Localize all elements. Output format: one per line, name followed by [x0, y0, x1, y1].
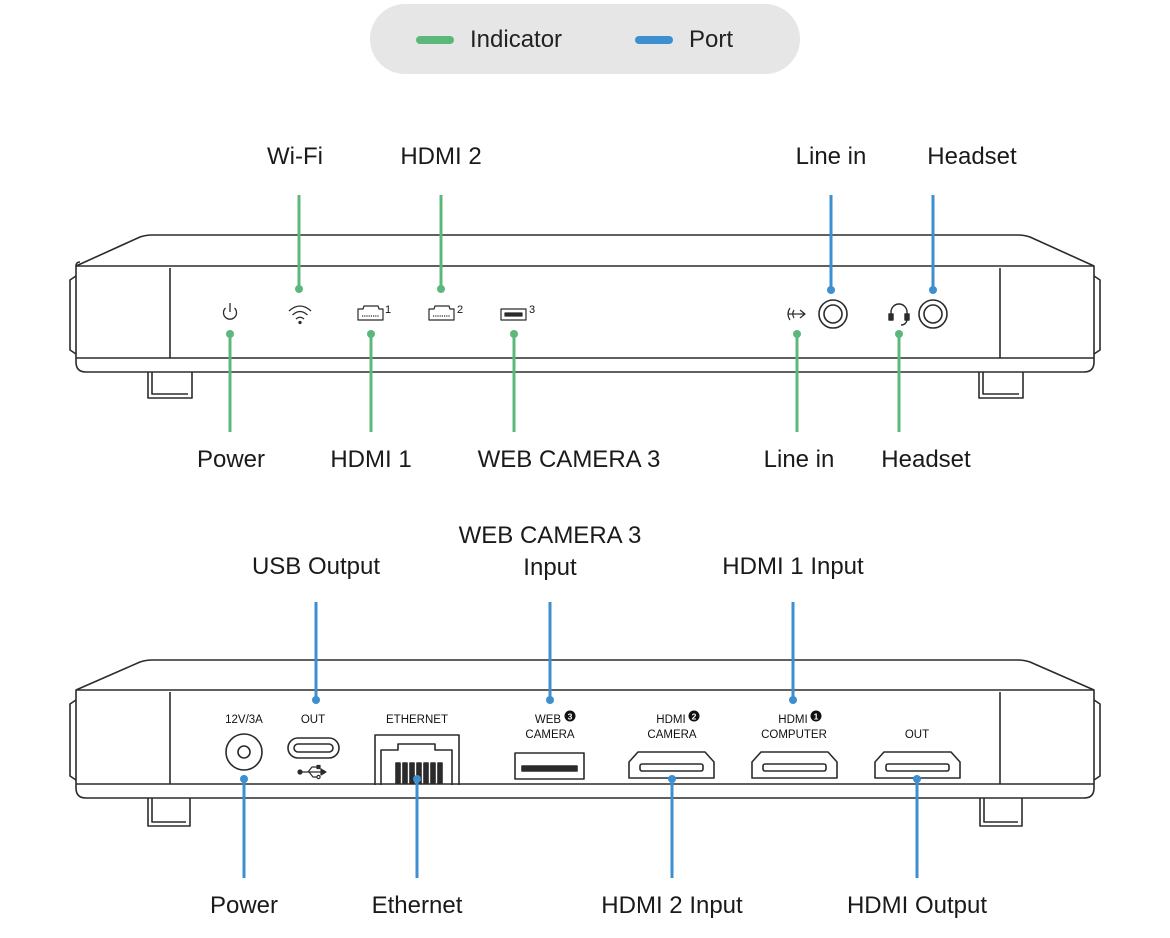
- webcam-number-badge: [564, 710, 576, 722]
- hdmi1-icon-number: 1: [385, 304, 391, 316]
- front-foot-left-inner: [151, 372, 188, 395]
- wifi-icon: [288, 305, 312, 325]
- headset-jack: [918, 299, 948, 329]
- port-label-hdmi2-num: 2: [692, 712, 697, 722]
- camera-3-icon: [500, 308, 527, 321]
- legend-port: Port: [635, 26, 733, 54]
- callout-line-in-port-dot: [827, 286, 835, 294]
- callout-hdmi2-input-dot: [668, 775, 676, 783]
- hdmi2-icon-number: 2: [457, 304, 463, 316]
- callout-camera3-dot: [510, 330, 518, 338]
- port-label-hdmi1-line2: COMPUTER: [761, 729, 827, 741]
- headset-icon: [888, 303, 910, 326]
- label-headset-top: Headset: [927, 143, 1017, 170]
- back-foot-left-inner: [151, 798, 186, 823]
- front-body: [75, 265, 1095, 373]
- label-headset-bottom: Headset: [881, 446, 971, 473]
- port-label-webcam-line2: CAMERA: [525, 729, 575, 741]
- front-foot-right: [978, 372, 1024, 399]
- port-label-hdmi2-line2: CAMERA: [647, 729, 697, 741]
- power-icon: [222, 303, 238, 320]
- hdmi-1-icon: [357, 305, 384, 321]
- label-line-in-bottom: Line in: [763, 446, 835, 473]
- label-hdmi-output: HDMI Output: [846, 892, 988, 919]
- callout-usb-output-dot: [312, 696, 320, 704]
- port-label-hdmi2-line1: HDMI: [656, 714, 685, 726]
- port-label-hdmi1-line1: HDMI: [778, 714, 807, 726]
- usbc-port: [287, 737, 340, 759]
- callout-hdmi2-dot: [437, 285, 445, 293]
- callout-hdmi-output-dot: [913, 775, 921, 783]
- label-web-camera3-input-line1: WEB CAMERA 3: [458, 522, 642, 549]
- back-body: [75, 689, 1095, 799]
- callout-ethernet-dot: [413, 775, 421, 783]
- dc-power-jack: [225, 733, 263, 771]
- label-hdmi1: HDMI 1: [330, 446, 412, 473]
- ethernet-port: [374, 734, 460, 785]
- port-callouts: [240, 195, 937, 878]
- port-label-dc: 12V/3A: [225, 714, 263, 726]
- port-label-webcam-num: 3: [568, 712, 573, 722]
- callout-line-in-indicator-dot: [793, 330, 801, 338]
- callout-hdmi1-dot: [367, 330, 375, 338]
- legend: Indicator Port: [370, 4, 800, 74]
- front-foot-left: [147, 372, 193, 399]
- label-web-camera3: WEB CAMERA 3: [477, 446, 661, 473]
- legend-indicator: Indicator: [416, 26, 562, 54]
- port-label-usbc-out: OUT: [301, 714, 325, 726]
- legend-indicator-label: Indicator: [470, 26, 563, 53]
- port-label-hdmi-out: OUT: [905, 729, 929, 741]
- label-line-in-top: Line in: [795, 143, 867, 170]
- legend-port-label: Port: [689, 26, 734, 53]
- back-side-right: [1093, 699, 1101, 781]
- label-web-camera3-input-line2: Input: [523, 554, 577, 581]
- callout-power-front-dot: [226, 330, 234, 338]
- callout-hdmi1-input-dot: [789, 696, 797, 704]
- front-side-right: [1093, 275, 1101, 355]
- indicator-callouts: [226, 195, 903, 432]
- label-power-back: Power: [209, 892, 279, 919]
- front-device: [69, 234, 1101, 399]
- back-foot-left: [147, 798, 191, 827]
- callout-headset-port-dot: [929, 286, 937, 294]
- usb-symbol-icon: [297, 764, 327, 780]
- back-top-surface: [75, 659, 1095, 691]
- line-in-jack: [818, 299, 848, 329]
- line-in-icon: [787, 307, 806, 321]
- back-side-left: [69, 699, 77, 781]
- hdmi2-number-badge: [688, 710, 700, 722]
- port-swatch: [635, 36, 673, 44]
- callout-headset-indicator-dot: [895, 330, 903, 338]
- hdmi-out-port: [874, 751, 961, 779]
- usb-a-port: [514, 752, 585, 780]
- hdmi-2-camera-port: [628, 751, 715, 779]
- front-foot-right-inner: [982, 372, 1019, 395]
- callout-webcam-input-dot: [546, 696, 554, 704]
- label-usb-output: USB Output: [251, 553, 381, 580]
- port-label-hdmi1-num: 1: [814, 712, 819, 722]
- label-ethernet: Ethernet: [371, 892, 463, 919]
- hdmi-2-icon: [428, 305, 455, 321]
- label-hdmi2: HDMI 2: [400, 143, 482, 170]
- hdmi-1-computer-port: [751, 751, 838, 779]
- back-foot-right-inner: [983, 798, 1018, 823]
- label-hdmi1-input: HDMI 1 Input: [722, 553, 864, 580]
- label-wifi: Wi-Fi: [267, 143, 323, 170]
- label-power-front: Power: [196, 446, 266, 473]
- label-hdmi2-input: HDMI 2 Input: [601, 892, 743, 919]
- hdmi1-number-badge: [810, 710, 822, 722]
- front-side-left: [69, 275, 77, 355]
- indicator-swatch: [416, 36, 454, 44]
- cam3-icon-number: 3: [529, 304, 535, 316]
- port-label-webcam-line1: WEB: [535, 714, 562, 726]
- back-foot-right: [979, 798, 1023, 827]
- callout-power-back-dot: [240, 775, 248, 783]
- back-device: [69, 659, 1101, 827]
- port-label-ethernet: ETHERNET: [386, 714, 448, 726]
- front-top-surface: [75, 234, 1095, 267]
- callout-wifi-dot: [295, 285, 303, 293]
- front-corner: [75, 261, 81, 267]
